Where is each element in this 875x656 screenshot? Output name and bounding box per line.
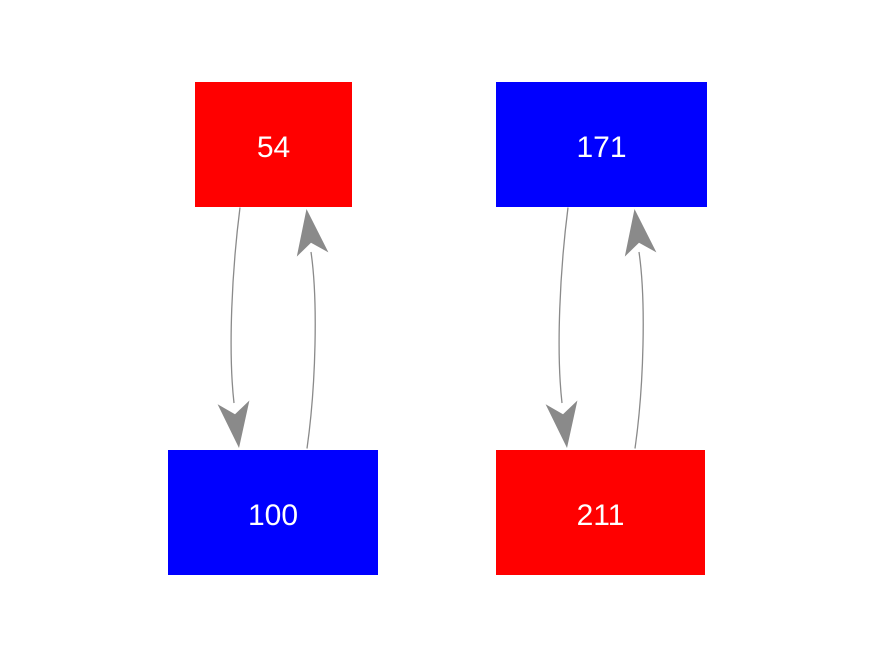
arrow-curve-left-down (230, 207, 241, 404)
arrowhead-left-up (296, 209, 329, 257)
arrow-curve-right-up (634, 251, 644, 449)
arrow-curve-left-up (306, 251, 316, 449)
arrowhead-right-up (624, 209, 657, 257)
node-label-211: 211 (576, 498, 625, 532)
arrowhead-right-down (545, 400, 578, 448)
node-label-171: 171 (576, 130, 627, 164)
node-box-top-right: 171 (496, 82, 707, 207)
arrow-curve-right-down (558, 207, 569, 404)
node-label-54: 54 (256, 130, 291, 164)
node-label-100: 100 (247, 498, 299, 532)
node-box-bottom-right: 211 (496, 450, 705, 575)
node-box-top-left: 54 (195, 82, 352, 207)
node-box-bottom-left: 100 (168, 450, 378, 575)
arrowhead-left-down (217, 400, 250, 448)
